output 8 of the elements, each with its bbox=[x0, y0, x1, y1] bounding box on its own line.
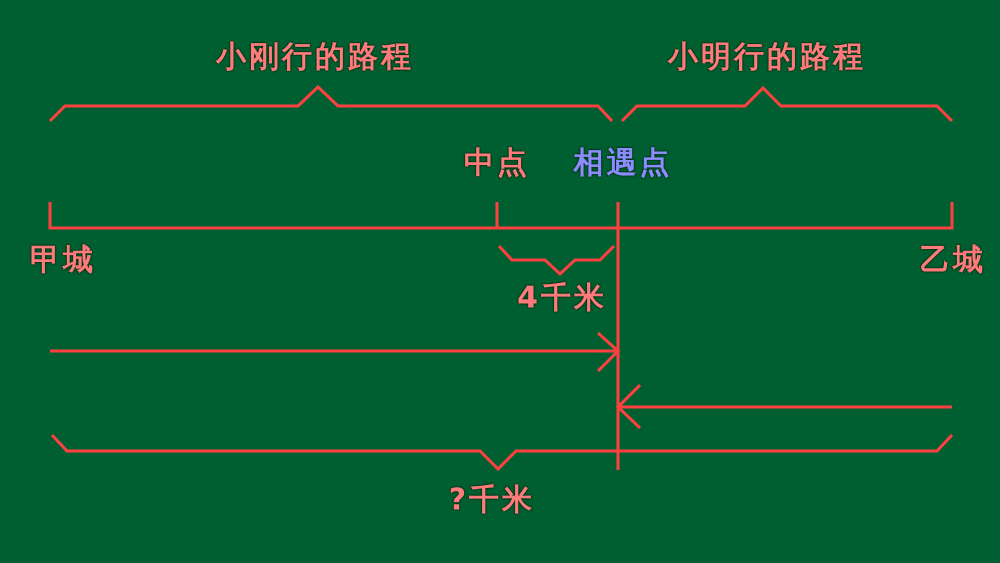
city-label: 甲城 bbox=[30, 244, 96, 276]
point-label: 相遇点 bbox=[574, 146, 672, 180]
point-label: 中点 bbox=[464, 146, 530, 180]
segment-label: 小明行的路程 bbox=[668, 40, 866, 74]
city-label: 乙城 bbox=[920, 244, 986, 276]
distance-label: 4千米 bbox=[517, 282, 607, 314]
distance-label: ?千米 bbox=[448, 484, 536, 516]
segment-label: 小刚行的路程 bbox=[216, 40, 414, 74]
